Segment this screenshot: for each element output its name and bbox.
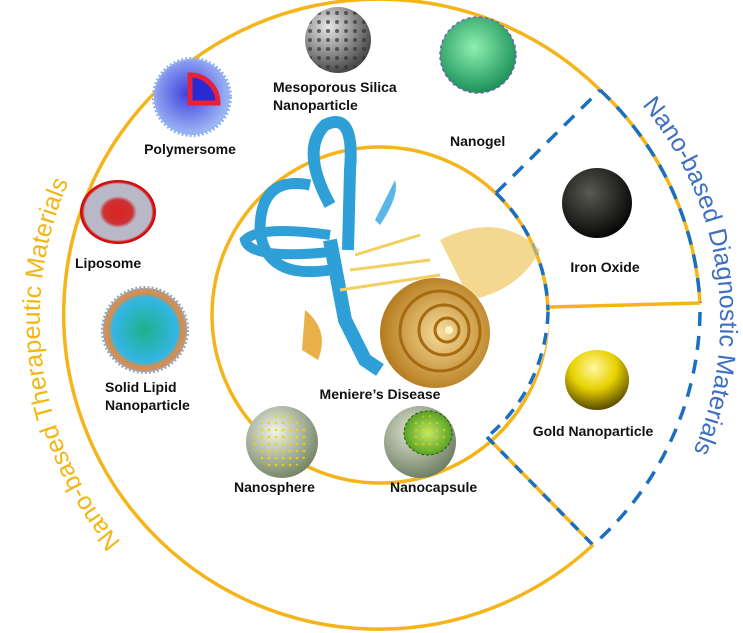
svg-text:Nanoparticle: Nanoparticle xyxy=(273,97,358,113)
svg-text:Iron Oxide: Iron Oxide xyxy=(570,259,639,275)
gold-nanoparticle: Gold Nanoparticle xyxy=(533,350,654,439)
center-label: Meniere’s Disease xyxy=(320,386,441,402)
svg-text:Nanoparticle: Nanoparticle xyxy=(105,397,190,413)
divider-middle xyxy=(549,301,701,309)
svg-text:Mesoporous Silica: Mesoporous Silica xyxy=(273,79,397,95)
nanosphere: Nanosphere xyxy=(234,406,318,495)
svg-text:Gold Nanoparticle: Gold Nanoparticle xyxy=(533,423,654,439)
svg-text:Nanosphere: Nanosphere xyxy=(234,479,315,495)
svg-text:Polymersome: Polymersome xyxy=(144,141,236,157)
nanocapsule: Nanocapsule xyxy=(384,406,477,495)
divider-upper xyxy=(494,88,602,195)
inner-ear-illustration xyxy=(239,116,540,388)
diagnostic-group-title: Nano-based Diagnostic Materials xyxy=(637,91,742,460)
nanogel: Nanogel xyxy=(439,16,517,149)
iron-oxide: Iron Oxide xyxy=(562,168,640,275)
svg-text:Liposome: Liposome xyxy=(75,255,141,271)
liposome: Liposome xyxy=(75,180,156,271)
svg-text:Solid Lipid: Solid Lipid xyxy=(105,379,177,395)
svg-text:Nanocapsule: Nanocapsule xyxy=(390,479,477,495)
diagnostic-outer-arc-lower xyxy=(591,311,702,547)
solid-lipid-nanoparticle: Solid Lipid Nanoparticle xyxy=(101,286,190,413)
svg-text:Nanogel: Nanogel xyxy=(450,133,505,149)
mesoporous-silica-nanoparticle: Mesoporous Silica Nanoparticle xyxy=(273,7,397,113)
outer-ring-therapeutic xyxy=(61,0,602,631)
polymersome: Polymersome xyxy=(144,57,236,157)
